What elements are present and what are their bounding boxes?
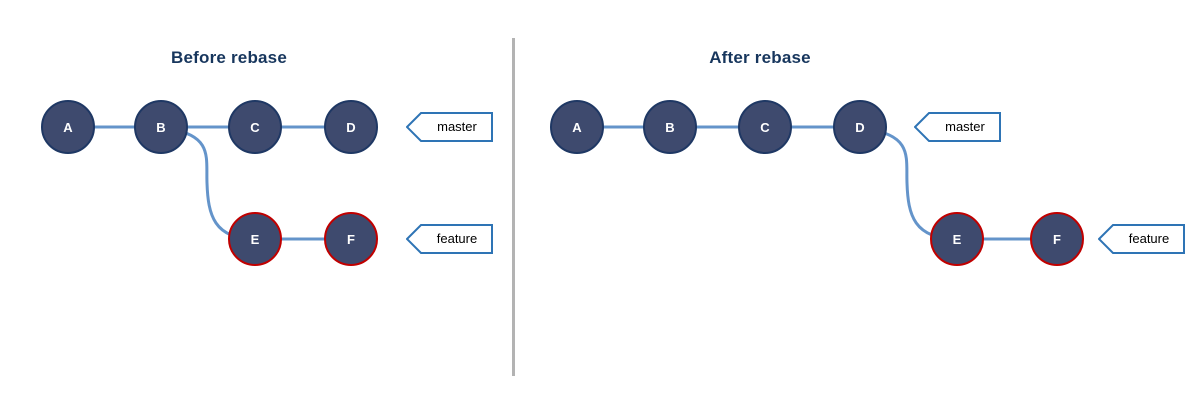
branch-tag-label: feature — [1128, 231, 1170, 246]
branch-tag-master-after: master — [914, 112, 1002, 142]
commit-node-after-F: F — [1030, 212, 1084, 266]
panel-divider — [512, 38, 515, 376]
branch-tag-label: master — [437, 119, 477, 134]
commit-label: A — [63, 119, 73, 135]
panel-title-after: After rebase — [709, 48, 811, 67]
commit-node-before-C: C — [228, 100, 282, 154]
branch-tag-label: feature — [436, 231, 478, 246]
branch-tag-feature-before: feature — [406, 224, 494, 254]
branch-tag-feature-after: feature — [1098, 224, 1186, 254]
commit-label: A — [572, 119, 582, 135]
commit-label: D — [346, 119, 356, 135]
tag-arrow-shape — [406, 224, 493, 254]
branch-tag-label: master — [945, 119, 985, 134]
commit-node-after-C: C — [738, 100, 792, 154]
branch-tag-master-before: master — [406, 112, 494, 142]
commit-node-after-D: D — [833, 100, 887, 154]
edge-branch-curve-after — [866, 127, 959, 241]
commit-label: F — [1053, 231, 1061, 247]
edge-branch-curve-before — [168, 127, 257, 241]
commit-label: C — [760, 119, 770, 135]
commit-label: E — [952, 231, 962, 247]
tag-arrow-shape — [1098, 224, 1185, 254]
commit-label: B — [156, 119, 166, 135]
commit-node-before-B: B — [134, 100, 188, 154]
commit-label: B — [665, 119, 675, 135]
commit-label: F — [347, 231, 355, 247]
commit-node-before-A: A — [41, 100, 95, 154]
tag-arrow-shape — [914, 112, 1001, 142]
commit-label: D — [855, 119, 865, 135]
commit-label: E — [250, 231, 260, 247]
commit-node-before-E: E — [228, 212, 282, 266]
tag-arrow-shape — [406, 112, 493, 142]
panel-title-before: Before rebase — [171, 48, 287, 67]
commit-node-after-E: E — [930, 212, 984, 266]
commit-node-before-D: D — [324, 100, 378, 154]
commit-node-after-B: B — [643, 100, 697, 154]
commit-label: C — [250, 119, 260, 135]
commit-node-before-F: F — [324, 212, 378, 266]
commit-node-after-A: A — [550, 100, 604, 154]
